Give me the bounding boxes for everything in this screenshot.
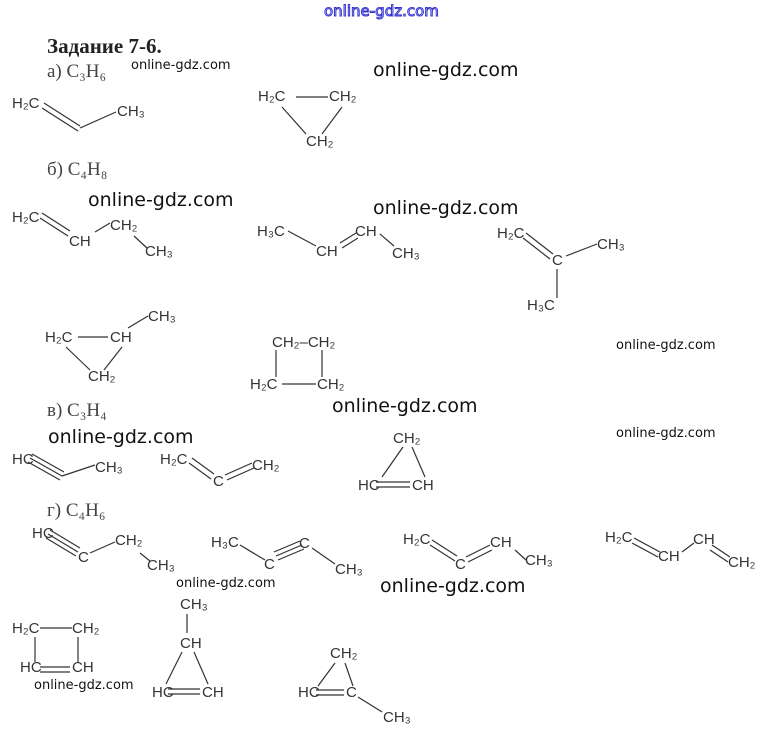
atom-c: C: [552, 252, 563, 269]
atom-hc: HC: [12, 451, 34, 468]
watermark: online-gdz.com: [616, 338, 716, 353]
atom-h2c: H₂C: [250, 376, 278, 393]
atom-ch: CH: [658, 548, 680, 565]
atom-ch3: CH₃: [525, 552, 553, 569]
atom-h3c: H₃C: [257, 223, 285, 240]
atom-ch2: CH₂: [88, 368, 116, 385]
watermark: online-gdz.com: [616, 426, 716, 441]
watermark-top: online-gdz.com: [324, 2, 440, 21]
section-g-label: г) C₄H₆: [47, 500, 106, 521]
atom-ch2: CH₂: [115, 532, 143, 549]
atom-c: C: [346, 684, 357, 701]
atom-ch: CH: [69, 233, 91, 250]
atom-ch2: CH₂: [393, 430, 421, 447]
atom-h2c: H₂C: [403, 531, 431, 548]
atom-h2c: H₂C: [160, 451, 188, 468]
atom-h2c: H₂C: [12, 620, 40, 637]
atom-ch: CH: [110, 329, 132, 346]
atom-ch2: CH₂: [728, 554, 756, 571]
atom-h2c: H₂C: [45, 329, 73, 346]
watermark: online-gdz.com: [380, 575, 526, 597]
atom-ch2: CH₂: [330, 645, 358, 662]
atom-ch3: CH₃: [117, 103, 145, 120]
atom-c: C: [78, 549, 89, 566]
watermark: online-gdz.com: [88, 189, 234, 211]
task-title: Задание 7-6.: [47, 34, 162, 58]
atom-hc: HC: [32, 525, 54, 542]
atom-ch3: CH₃: [383, 709, 411, 726]
atom-ch: CH: [355, 223, 377, 240]
atom-ch3: CH₃: [145, 243, 173, 260]
atom-hc: HC: [152, 684, 174, 701]
atom-ch: CH: [316, 243, 338, 260]
watermark: online-gdz.com: [373, 197, 519, 219]
atom-c: C: [213, 473, 224, 490]
atom-ch: CH: [72, 659, 94, 676]
atom-ch: CH: [412, 477, 434, 494]
atom-h3c: H₃C: [211, 534, 239, 551]
atom-ch: CH: [490, 534, 512, 551]
section-v-label: в) C₃H₄: [47, 400, 107, 421]
watermark: online-gdz.com: [176, 576, 276, 591]
atom-ch2-ch2: CH₂–CH₂: [272, 334, 336, 351]
atom-c: C: [299, 535, 310, 552]
watermark: online-gdz.com: [48, 426, 194, 448]
atom-ch3: CH₃: [597, 236, 625, 253]
atom-h2c: H₂C: [605, 529, 633, 546]
section-b-label: б) C₄H₈: [47, 159, 108, 180]
atom-ch2: CH₂: [317, 376, 345, 393]
atom-h2c: H₂C: [12, 95, 40, 112]
atom-ch2: CH₂: [329, 88, 357, 105]
atom-ch: CH: [202, 684, 224, 701]
atom-ch2: CH₂: [306, 133, 334, 150]
watermark: online-gdz.com: [373, 59, 519, 81]
watermark: online-gdz.com: [332, 395, 478, 417]
atom-h2c: H₂C: [258, 88, 286, 105]
atom-ch3: CH₃: [95, 459, 123, 476]
atom-hc: HC: [298, 684, 320, 701]
atom-ch: CH: [180, 635, 202, 652]
atom-ch2: CH₂: [72, 620, 100, 637]
atom-ch: CH: [693, 531, 715, 548]
atom-ch3: CH₃: [180, 596, 208, 613]
atom-c: C: [455, 556, 466, 573]
atom-hc: HC: [358, 477, 380, 494]
atom-ch3: CH₃: [392, 245, 420, 262]
atom-h3c: H₃C: [527, 297, 555, 314]
section-a-label: а) C₃H₆: [47, 61, 107, 82]
watermark: online-gdz.com: [34, 678, 134, 693]
atom-h2c: H₂C: [12, 209, 40, 226]
atom-ch2: CH₂: [110, 217, 138, 234]
atom-ch3: CH₃: [148, 308, 176, 325]
atom-hc: HC: [20, 659, 42, 676]
atom-c: C: [264, 556, 275, 573]
atom-ch3: CH₃: [335, 561, 363, 578]
atom-h2c: H₂C: [497, 225, 525, 242]
watermark: online-gdz.com: [131, 58, 231, 73]
atom-ch3: CH₃: [147, 557, 175, 574]
atom-ch2: CH₂: [252, 457, 280, 474]
